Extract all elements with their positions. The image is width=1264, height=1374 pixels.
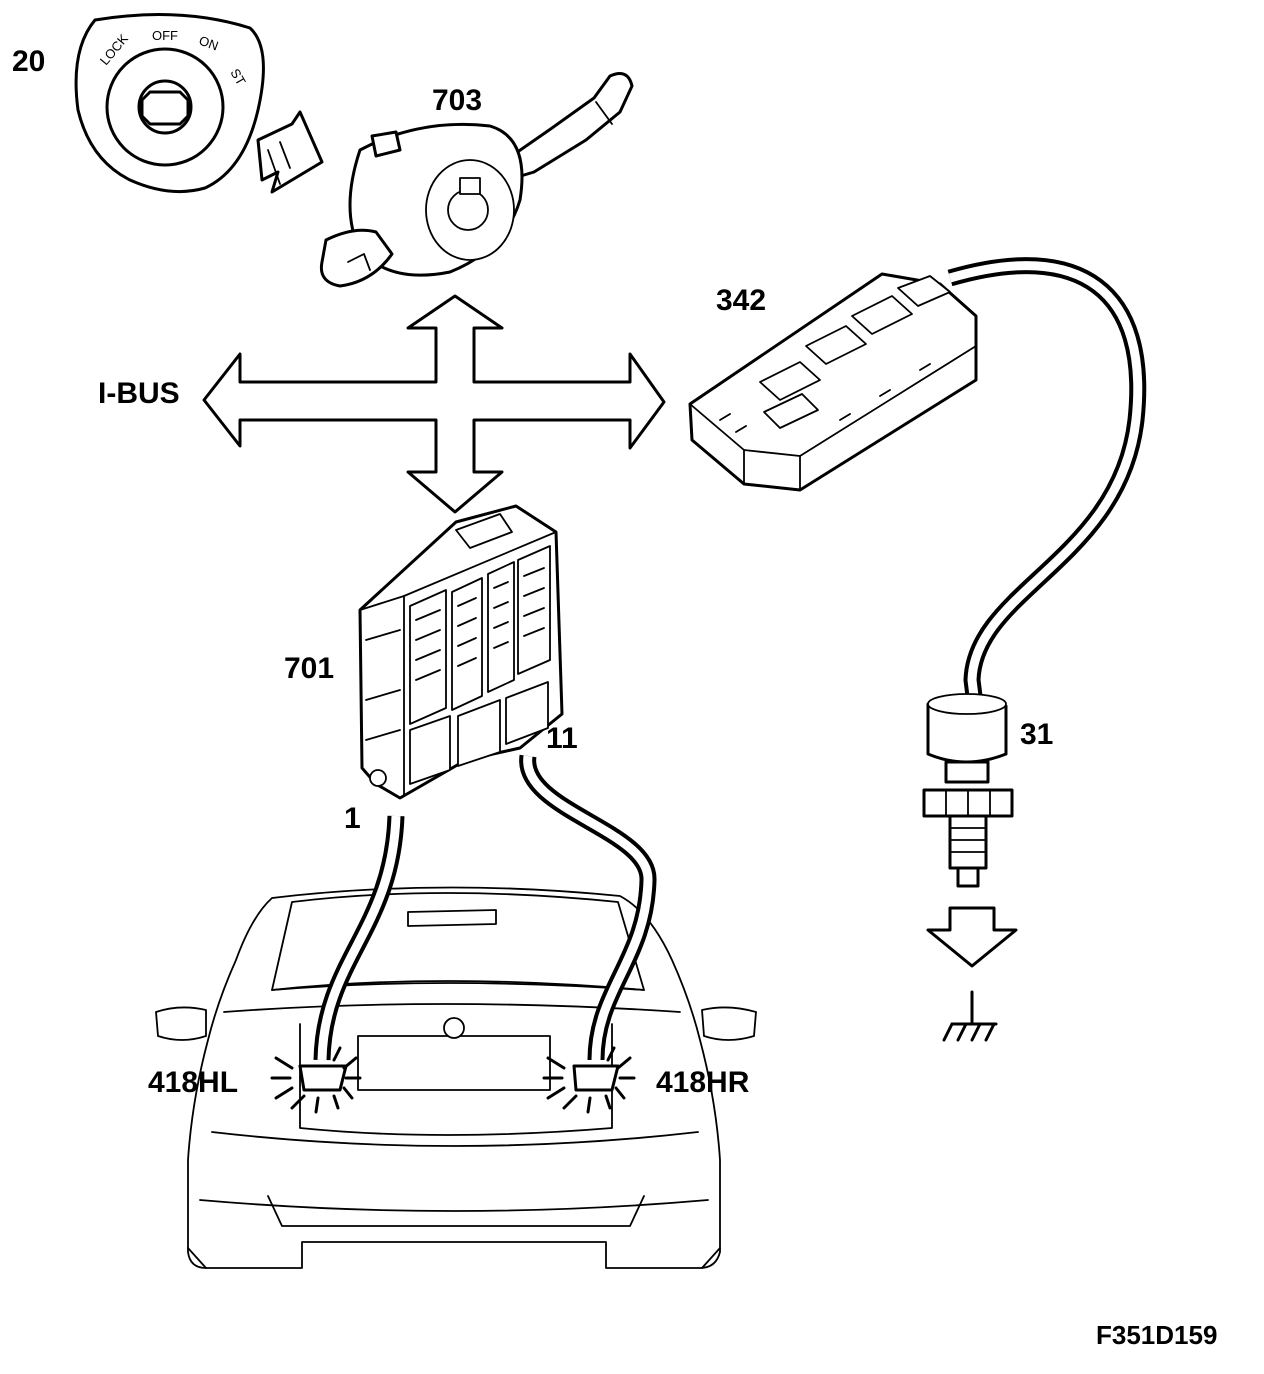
label-342: 342 [716,284,766,317]
ignition-arrow-icon [256,110,324,194]
oil-pressure-sensor [922,693,1014,888]
cable-pin-1-lamp-left [313,815,405,1061]
label-31: 31 [1020,718,1053,751]
ignition-switch: LOCK OFF ON ST [74,13,265,194]
ground-arrow-icon [926,906,1018,968]
central-electronic-module [358,504,564,800]
label-701: 701 [284,652,334,685]
fuse-box [688,272,978,492]
ignition-on-label: ON [197,33,220,54]
label-i-bus: I-BUS [98,377,180,410]
figure-code: F351D159 [1096,1320,1217,1350]
rear-lamp-left-icon [270,1046,362,1114]
label-418hr: 418HR [656,1066,750,1099]
label-418hl: 418HL [148,1066,238,1099]
cable-342-31 [947,257,1147,698]
ignition-start-label: ST [227,66,248,88]
ignition-off-label: OFF [152,28,178,43]
car-rear-view [155,886,757,1269]
steering-wheel-module [319,72,634,288]
ground-icon [942,990,998,1042]
rear-lamp-right-icon [542,1046,636,1114]
label-703: 703 [432,84,482,117]
i-bus-arrow-icon [202,294,666,514]
label-pin-1: 1 [344,802,361,835]
label-20: 20 [12,45,45,78]
label-pin-11: 11 [546,722,578,755]
cable-pin-11-lamp-right [519,754,657,1061]
